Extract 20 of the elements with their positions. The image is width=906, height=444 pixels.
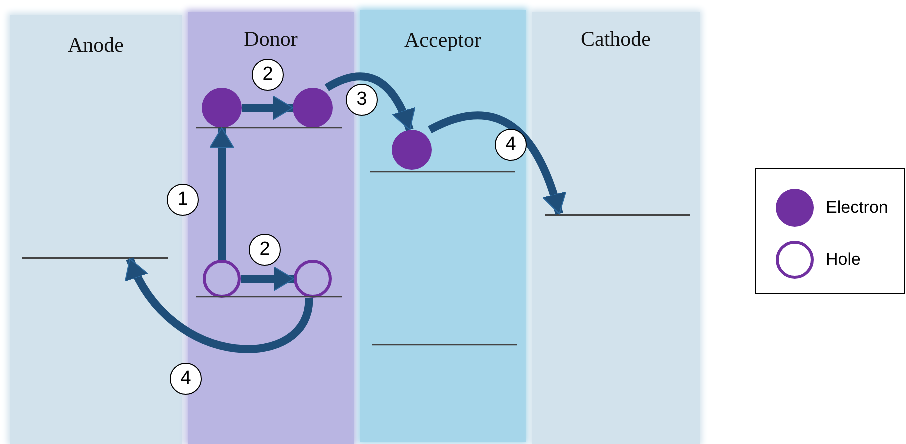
- arrow: [325, 72, 416, 132]
- arrow: [210, 128, 234, 260]
- layer-title: Donor: [243, 27, 299, 52]
- hole-circle: [203, 260, 241, 298]
- arrow: [428, 112, 566, 216]
- energy-level-line: [545, 214, 690, 216]
- legend-label: Electron: [826, 198, 888, 218]
- electron-circle: [293, 88, 333, 128]
- arrow: [241, 266, 294, 292]
- arrow: [242, 96, 294, 120]
- electron-circle: [392, 130, 432, 170]
- arrow: [126, 257, 314, 354]
- legend-label: Hole: [826, 250, 861, 270]
- hole-circle: [294, 260, 332, 298]
- electron-circle: [202, 88, 242, 128]
- layer-title: Cathode: [580, 27, 652, 52]
- layer-title: Anode: [67, 33, 125, 58]
- layer-panel: [532, 12, 700, 444]
- layer-title: Acceptor: [404, 28, 482, 53]
- energy-level-line: [22, 257, 168, 258]
